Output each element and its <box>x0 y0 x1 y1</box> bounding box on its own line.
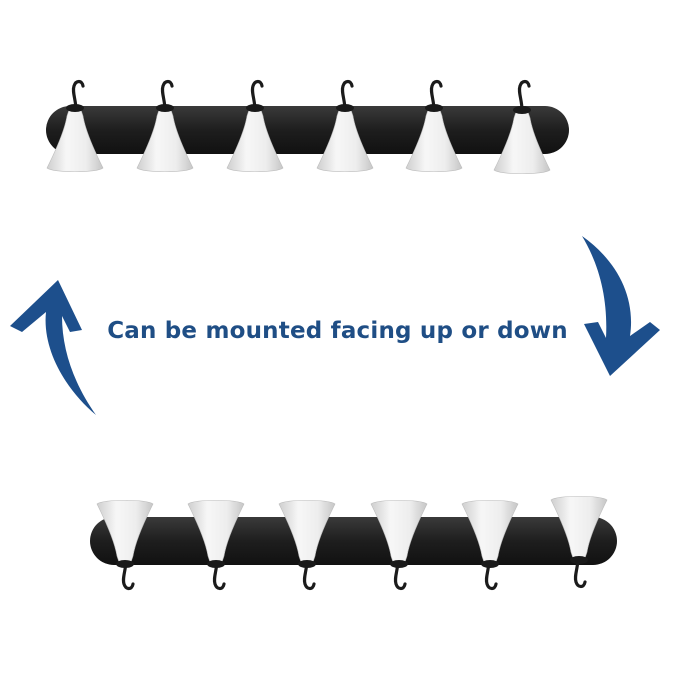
fixture-shades-down <box>46 79 569 175</box>
backplate-top <box>46 106 569 154</box>
curved-arrow-up-icon <box>10 280 96 415</box>
fixture-shades-up <box>90 495 617 591</box>
light-arm-6 <box>517 79 531 112</box>
mounting-caption: Can be mounted facing up or down <box>107 318 568 344</box>
backplate-bottom <box>90 517 617 565</box>
curved-arrow-down-icon <box>582 236 660 376</box>
